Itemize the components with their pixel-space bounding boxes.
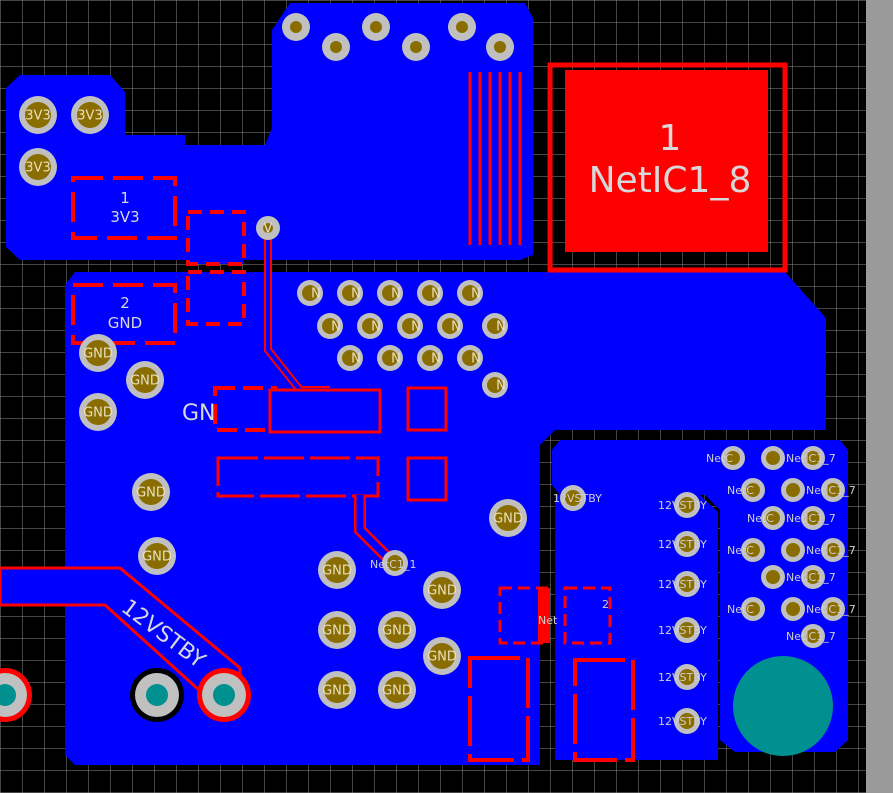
vias-gnd[interactable]: [79, 334, 527, 709]
label-12vstby-3: 12VSTBY: [658, 578, 707, 591]
ic-pad-a[interactable]: [268, 388, 382, 434]
vias-12vstby-labels: 12VSTBY 12VSTBY 12VSTBY 12VSTBY 12VSTBY …: [553, 492, 707, 728]
via-n-label-3: N: [391, 287, 401, 302]
ic-pad-b[interactable]: [216, 456, 380, 498]
big-pad-netic1-8[interactable]: [565, 70, 768, 252]
netic-label-9: NetIC1_7: [786, 571, 836, 584]
large-mounting-pad[interactable]: [733, 656, 833, 756]
label-12vstby-6: 12VSTBY: [658, 715, 707, 728]
via-n-label-5: N: [471, 287, 481, 302]
via-gnd-label-3: GND: [83, 406, 113, 421]
cap-net-right[interactable]: [563, 586, 612, 645]
netic-label-7: NetC: [727, 544, 754, 557]
netic-label-2: NetIC1_7: [786, 452, 836, 465]
via-n-label-14: N: [471, 352, 481, 367]
via-n-label-7: N: [371, 320, 381, 335]
cap-pad-top[interactable]: [186, 210, 246, 266]
via-gnd-label-12: GND: [322, 684, 352, 699]
pad-1-net: 3V3: [110, 208, 139, 226]
cap-large-left[interactable]: [468, 656, 530, 762]
label-12vstby-2: 12VSTBY: [658, 538, 707, 551]
via-n-label-15: N: [496, 379, 506, 394]
netic-label-10: NetC: [727, 603, 754, 616]
vias-netic1-7[interactable]: [721, 446, 845, 648]
netic-label-4: NetIC1_7: [806, 484, 856, 497]
vias-12vstby[interactable]: [560, 485, 700, 734]
via-netc1-hole: [387, 555, 403, 571]
label-12vstby-top: 12VSTBY: [553, 492, 602, 505]
cap-net-fill: [538, 588, 550, 643]
via-n-label-10: N: [496, 320, 506, 335]
big-pad-net: NetIC1_8: [589, 160, 752, 201]
via-gnd-label-6: GND: [493, 512, 523, 527]
via-gnd-label-9: GND: [322, 624, 352, 639]
ic-pad-c[interactable]: [406, 386, 448, 432]
via-n-label-2: N: [351, 287, 361, 302]
vias-netic1-7-labels: NetC NetIC1_7 NetC NetIC1_7 NetC NetIC1_…: [706, 452, 856, 643]
via-n-label-8: N: [411, 320, 421, 335]
cap-pad-bottom[interactable]: [186, 270, 246, 326]
pad-2-number: 2: [120, 294, 130, 312]
via-v-label: V: [264, 222, 273, 237]
cap-pad-two: 2: [602, 598, 609, 611]
via-gnd-label-7: GND: [322, 564, 352, 579]
ic-pad-d[interactable]: [406, 456, 448, 502]
via-gnd-label-2: GND: [130, 374, 160, 389]
via-v-hole: [263, 223, 273, 233]
label-12vstby-5: 12VSTBY: [658, 671, 707, 684]
vias-gnd-labels: GND GND GND GND GND GND GND GND GND GND …: [83, 347, 523, 699]
via-3v3-label-1: 3V3: [25, 109, 50, 124]
netic-label-8: NetIC1_7: [806, 544, 856, 557]
via-n-label-11: N: [351, 352, 361, 367]
gn-label: GN: [182, 401, 216, 426]
via-n-label-4: N: [431, 287, 441, 302]
vias-3v3[interactable]: 3V3 3V3 3V3: [19, 96, 109, 186]
trace-netc1-inner: [356, 495, 398, 568]
netc1-label: NetC1_1: [370, 558, 417, 571]
via-gnd-label-8: GND: [427, 584, 457, 599]
via-n-label-13: N: [431, 352, 441, 367]
netic-label-12: NetIC1_7: [786, 630, 836, 643]
netic-label-5: NetC: [747, 512, 774, 525]
via-3v3-label-3: 3V3: [25, 161, 50, 176]
vias-top[interactable]: [282, 13, 514, 61]
via-n-label-1: N: [311, 287, 321, 302]
pad-2-net: GND: [108, 314, 142, 332]
big-pad-outline: [547, 62, 788, 273]
label-12vstby-1: 12VSTBY: [658, 499, 707, 512]
big-pad-number: 1: [659, 118, 682, 159]
via-gnd-label-1: GND: [83, 347, 113, 362]
via-gnd-label-10: GND: [382, 624, 412, 639]
vias-n-grid[interactable]: [297, 280, 508, 398]
netic-label-11: NetIC1_7: [806, 603, 856, 616]
via-n-label-6: N: [331, 320, 341, 335]
via-n-label-12: N: [391, 352, 401, 367]
via-gnd-label-5: GND: [142, 550, 172, 565]
netic-label-1: NetC: [706, 452, 733, 465]
cap-net-label: Net: [538, 614, 558, 627]
label-12vstby-4: 12VSTBY: [658, 624, 707, 637]
via-gnd-label-11: GND: [427, 650, 457, 665]
netic-label-3: NetC: [727, 484, 754, 497]
cap-large-right[interactable]: [573, 658, 635, 762]
via-n-label-9: N: [451, 320, 461, 335]
thermal-stripes: [468, 72, 522, 245]
pad-1-3v3[interactable]: [71, 176, 177, 240]
via-3v3-label-2: 3V3: [77, 109, 102, 124]
pad-1-number: 1: [120, 189, 130, 207]
via-gnd-label-4: GND: [136, 486, 166, 501]
pad-2-gnd[interactable]: [71, 283, 177, 345]
netic-label-6: NetIC1_7: [786, 512, 836, 525]
vias-n-labels: N N N N N N N N N N N N N N N: [311, 287, 506, 394]
via-gnd-label-13: GND: [382, 684, 412, 699]
ic-pad-gn[interactable]: [213, 386, 277, 432]
th-pads-bottom[interactable]: [0, 668, 251, 722]
board-edge-right: [866, 0, 893, 793]
